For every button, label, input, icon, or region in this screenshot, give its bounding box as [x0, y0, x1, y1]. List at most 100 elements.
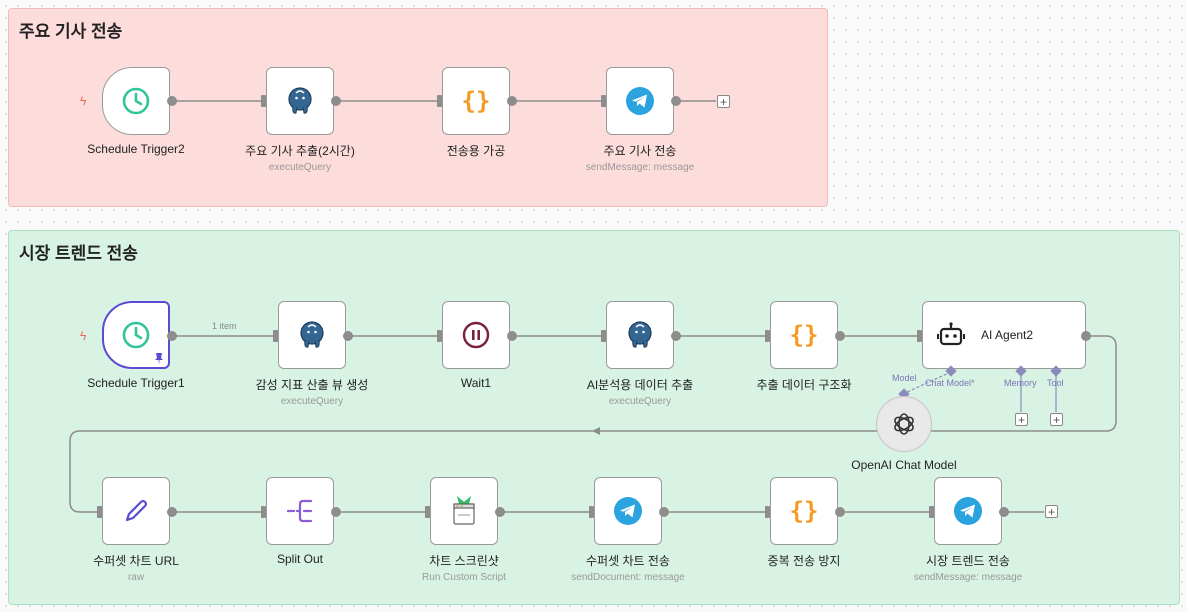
node-telegram-major-news[interactable]	[606, 67, 674, 135]
node-subtitle: executeQuery	[608, 396, 672, 407]
node-code-dedupe[interactable]: {}	[770, 477, 838, 545]
input-handle[interactable]	[261, 506, 266, 518]
node-telegram-market-trend[interactable]	[934, 477, 1002, 545]
input-handle[interactable]	[425, 506, 430, 518]
node-label: 시장 트렌드 전송	[926, 554, 1010, 568]
node-label: 수퍼셋 차트 URL	[93, 554, 179, 568]
node-telegram-superset-chart[interactable]	[594, 477, 662, 545]
node-label: 감성 지표 산출 뷰 생성	[255, 378, 369, 392]
node-label: Wait1	[460, 376, 492, 390]
pencil-icon	[125, 499, 148, 522]
node-subtitle: executeQuery	[268, 162, 332, 173]
svg-text:{}: {}	[790, 321, 819, 349]
output-handle[interactable]	[835, 507, 845, 517]
node-label: 주요 기사 추출(2시간)	[245, 144, 355, 158]
input-handle[interactable]	[589, 506, 594, 518]
group-title: 시장 트렌드 전송	[19, 244, 138, 263]
output-handle[interactable]	[167, 507, 177, 517]
node-wait1[interactable]	[442, 301, 510, 369]
puppeteer-icon	[453, 496, 475, 525]
node-postgres-sentiment-view[interactable]	[278, 301, 346, 369]
node-split-out[interactable]	[266, 477, 334, 545]
node-subtitle: executeQuery	[280, 396, 344, 407]
node-superset-chart-url[interactable]	[102, 477, 170, 545]
node-schedule-trigger1[interactable]	[102, 301, 170, 369]
output-handle[interactable]	[835, 331, 845, 341]
node-openai-chat-model[interactable]	[876, 396, 932, 452]
node-label: 수퍼셋 차트 전송	[586, 554, 670, 568]
output-handle[interactable]	[167, 96, 177, 106]
output-handle[interactable]	[659, 507, 669, 517]
output-handle[interactable]	[331, 507, 341, 517]
clock-icon	[122, 321, 150, 349]
input-handle[interactable]	[273, 330, 278, 342]
output-handle[interactable]	[507, 331, 517, 341]
node-label: AI분석용 데이터 추출	[586, 378, 694, 392]
node-subtitle: sendDocument: message	[571, 572, 685, 583]
input-handle[interactable]	[765, 506, 770, 518]
telegram-icon	[954, 497, 982, 525]
output-handle[interactable]	[495, 507, 505, 517]
svg-text:{}: {}	[462, 87, 491, 115]
node-code-format[interactable]: {}	[442, 67, 510, 135]
svg-text:{}: {}	[790, 497, 819, 525]
pin-icon	[154, 353, 164, 368]
group-market-trend[interactable]: 시장 트렌드 전송	[8, 230, 1180, 605]
chat-model-port-label: Chat Model*	[925, 378, 975, 388]
postgres-icon	[288, 87, 312, 114]
code-braces-icon: {}	[790, 321, 819, 349]
add-node-button[interactable]: +	[1045, 505, 1058, 518]
input-handle[interactable]	[765, 330, 770, 342]
node-code-structure[interactable]: {}	[770, 301, 838, 369]
add-memory-button[interactable]: +	[1015, 413, 1028, 426]
node-subtitle: raw	[127, 572, 145, 583]
output-handle[interactable]	[507, 96, 517, 106]
add-node-button[interactable]: +	[717, 95, 730, 108]
add-tool-button[interactable]: +	[1050, 413, 1063, 426]
node-label: 차트 스크린샷	[429, 554, 499, 568]
node-postgres-ai-extract[interactable]	[606, 301, 674, 369]
code-braces-icon: {}	[462, 87, 491, 115]
node-label: Schedule Trigger1	[87, 376, 185, 390]
output-handle[interactable]	[343, 331, 353, 341]
node-subtitle: sendMessage: message	[585, 162, 695, 173]
trigger-bolt-icon: ϟ	[80, 329, 87, 343]
robot-icon	[937, 322, 965, 346]
node-label: 전송용 가공	[446, 144, 506, 158]
input-handle[interactable]	[437, 95, 442, 107]
output-handle[interactable]	[331, 96, 341, 106]
telegram-icon	[626, 87, 654, 115]
pause-icon	[462, 321, 490, 349]
node-ai-agent2[interactable]: AI Agent2	[922, 301, 1086, 369]
input-handle[interactable]	[917, 330, 922, 342]
node-label: 주요 기사 전송	[603, 144, 677, 158]
node-postgres-extract-2h[interactable]	[266, 67, 334, 135]
group-title: 주요 기사 전송	[19, 22, 123, 41]
tool-port-label: Tool	[1047, 378, 1064, 388]
postgres-icon	[628, 321, 652, 348]
input-handle[interactable]	[437, 330, 442, 342]
node-chart-screenshot[interactable]	[430, 477, 498, 545]
node-label: 중복 전송 방지	[767, 554, 841, 568]
input-handle[interactable]	[929, 506, 934, 518]
input-handle[interactable]	[601, 330, 606, 342]
output-handle[interactable]	[1081, 331, 1091, 341]
node-subtitle: sendMessage: message	[913, 572, 1023, 583]
memory-port-label: Memory	[1004, 378, 1037, 388]
input-handle[interactable]	[97, 506, 102, 518]
input-handle[interactable]	[261, 95, 266, 107]
output-handle[interactable]	[999, 507, 1009, 517]
trigger-bolt-icon: ϟ	[80, 94, 87, 108]
output-handle[interactable]	[167, 331, 177, 341]
item-count-label: 1 item	[212, 321, 237, 331]
node-label: OpenAI Chat Model	[851, 458, 957, 472]
node-schedule-trigger2[interactable]	[102, 67, 170, 135]
telegram-icon	[614, 497, 642, 525]
output-handle[interactable]	[671, 96, 681, 106]
openai-icon	[894, 413, 914, 435]
output-handle[interactable]	[671, 331, 681, 341]
node-label: AI Agent2	[981, 328, 1034, 342]
input-handle[interactable]	[601, 95, 606, 107]
node-label: Split Out	[276, 552, 324, 566]
node-subtitle: Run Custom Script	[422, 572, 506, 583]
